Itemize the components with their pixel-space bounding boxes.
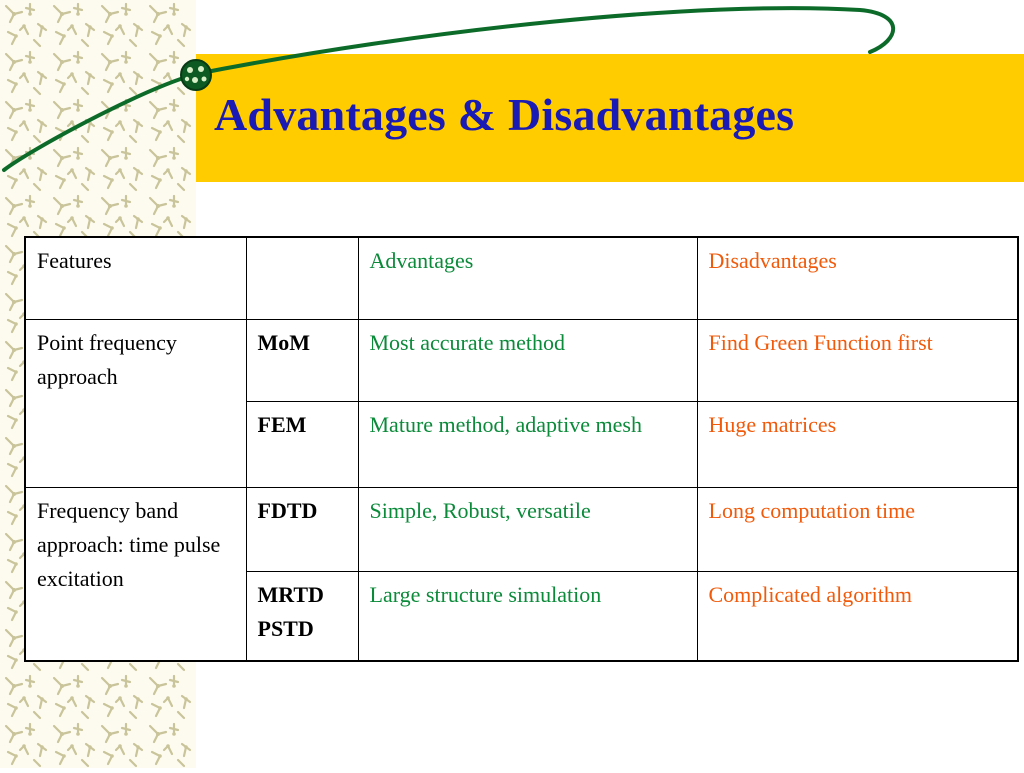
disadvantage-cell: Find Green Function first xyxy=(696,318,1019,402)
table-row: FEM Mature method, adaptive mesh Huge ma… xyxy=(25,400,1019,488)
method-cell: MoM xyxy=(245,318,359,402)
method-cell: MRTD PSTD xyxy=(245,570,359,662)
header-features: Features xyxy=(24,236,247,320)
comparison-table: Features Advantages Disadvantages Point … xyxy=(24,236,1019,662)
header-disadvantages: Disadvantages xyxy=(696,236,1019,320)
method-cell: FEM xyxy=(245,400,359,488)
header-advantages: Advantages xyxy=(357,236,698,320)
header-method xyxy=(245,236,359,320)
table-row: Point frequency approach MoM Most accura… xyxy=(24,318,1019,488)
disadvantage-cell: Complicated algorithm xyxy=(696,570,1019,662)
advantage-cell: Mature method, adaptive mesh xyxy=(357,400,698,488)
table-header-row: Features Advantages Disadvantages xyxy=(24,236,1019,320)
disadvantage-cell: Long computation time xyxy=(696,486,1019,572)
advantage-cell: Simple, Robust, versatile xyxy=(357,486,698,572)
advantage-cell: Large structure simulation xyxy=(357,570,698,662)
table-row: Frequency band approach: time pulse exci… xyxy=(24,486,1019,662)
advantage-cell: Most accurate method xyxy=(357,318,698,402)
feature-cell: Point frequency approach xyxy=(24,318,247,488)
method-cell: FDTD xyxy=(245,486,359,572)
disadvantage-cell: Huge matrices xyxy=(696,400,1019,488)
slide-title: Advantages & Disadvantages xyxy=(214,89,795,140)
table-row: MRTD PSTD Large structure simulation Com… xyxy=(25,570,1019,662)
feature-cell: Frequency band approach: time pulse exci… xyxy=(24,486,247,662)
